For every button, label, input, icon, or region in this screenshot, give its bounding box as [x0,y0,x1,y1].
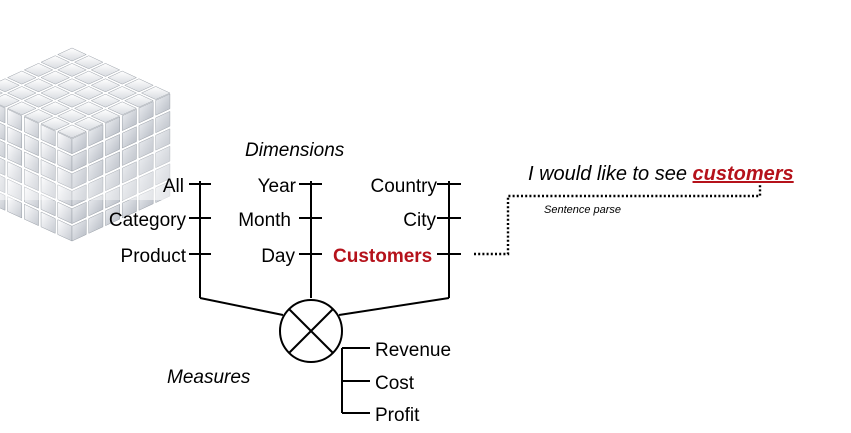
level-all: All [163,176,184,197]
query-sentence: I would like to see customers [528,163,794,185]
level-month: Month [238,210,291,231]
query-prefix: I would like to see [528,163,693,185]
sentence-parse-connector [474,185,762,256]
level-product: Product [121,246,187,267]
cube-block-face [105,203,120,227]
level-city: City [403,210,436,231]
cube-block-face [7,196,23,219]
hierarchy-product: All Category Product [109,176,211,298]
cube-block-face [121,196,137,219]
cube-block-face [24,203,39,227]
measure-revenue: Revenue [375,340,451,361]
connector-lines [199,297,450,316]
cube-block-face [40,211,56,234]
cube-block-face [71,201,87,224]
hierarchy-time: Year Month Day [238,176,322,298]
level-year: Year [258,176,297,197]
query-keyword: customers [693,163,794,185]
olap-cube-icon [0,0,230,242]
cube-block-face [88,211,104,234]
cross-product-operator-icon [279,299,343,363]
level-customers-highlighted: Customers [333,246,432,267]
cube-fade-overlay [0,0,230,200]
level-category: Category [109,210,187,231]
measure-cost: Cost [375,373,415,394]
cube-block-face [71,219,87,242]
level-day: Day [261,246,295,267]
dimensions-title: Dimensions [245,140,345,161]
hierarchy-geography: Country City Customers [333,176,461,298]
measure-profit: Profit [375,405,420,426]
sentence-parse-label: Sentence parse [544,204,621,216]
level-country: Country [370,176,437,197]
measures-title: Measures [167,367,251,388]
measures-tree: Revenue Cost Profit [341,340,451,426]
